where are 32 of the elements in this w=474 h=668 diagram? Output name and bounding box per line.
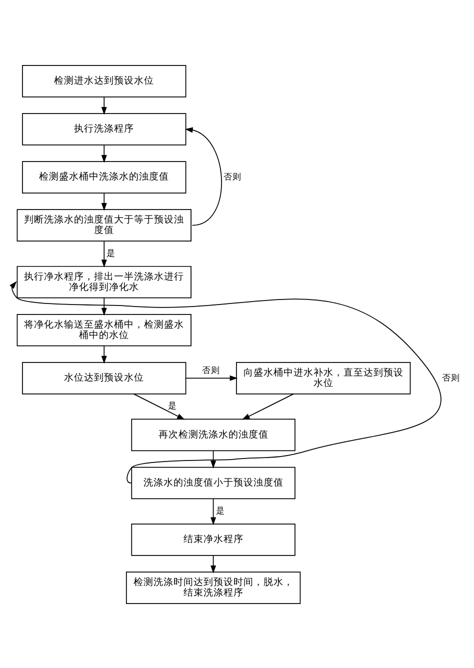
edge-label: 是	[106, 248, 116, 258]
node-box: 检测盛水桶中洗涤水的浊度值	[22, 160, 186, 193]
arrow	[101, 344, 107, 364]
arrow	[101, 296, 107, 316]
node-box: 将净化水输送至盛水桶中，检测盛水桶中的水位	[16, 313, 192, 346]
node-box: 执行净水程序，排出一半洗涤水进行净化得到净化水	[16, 265, 192, 298]
arrow	[186, 374, 238, 380]
node-box: 检测洗涤时间达到预设时间，脱水，结束洗涤程序	[126, 571, 301, 604]
edge-label: 是	[168, 401, 177, 412]
node-box: 洗涤水的浊度值小于预设浊度值	[131, 466, 296, 499]
arrow	[184, 126, 222, 226]
edge-label: 否则	[202, 365, 220, 376]
edge-label: 否则	[224, 172, 242, 182]
arrow	[242, 393, 294, 420]
node-box: 判断洗涤水的浊度值大于等于预设浊度值	[16, 208, 192, 241]
arrow	[210, 554, 216, 573]
arrow	[133, 393, 185, 420]
edge-label: 否则	[442, 372, 460, 383]
arrow	[210, 450, 216, 468]
edge-label: 是	[216, 506, 225, 516]
node-box: 再次检测洗涤水的浊度值	[131, 418, 296, 451]
node-box: 水位达到预设水位	[22, 362, 186, 394]
arrow	[101, 96, 107, 114]
arrow	[101, 144, 107, 162]
node-box: 结束净水程序	[131, 523, 296, 556]
arrow	[10, 280, 441, 483]
node-box: 执行洗涤程序	[22, 112, 186, 145]
arrow	[210, 498, 216, 525]
arrow	[101, 240, 107, 268]
arrow	[101, 192, 107, 210]
node-box: 检测进水达到预设水位	[22, 64, 186, 97]
node-box: 向盛水桶中进水补水，直至达到预设水位	[236, 362, 411, 394]
